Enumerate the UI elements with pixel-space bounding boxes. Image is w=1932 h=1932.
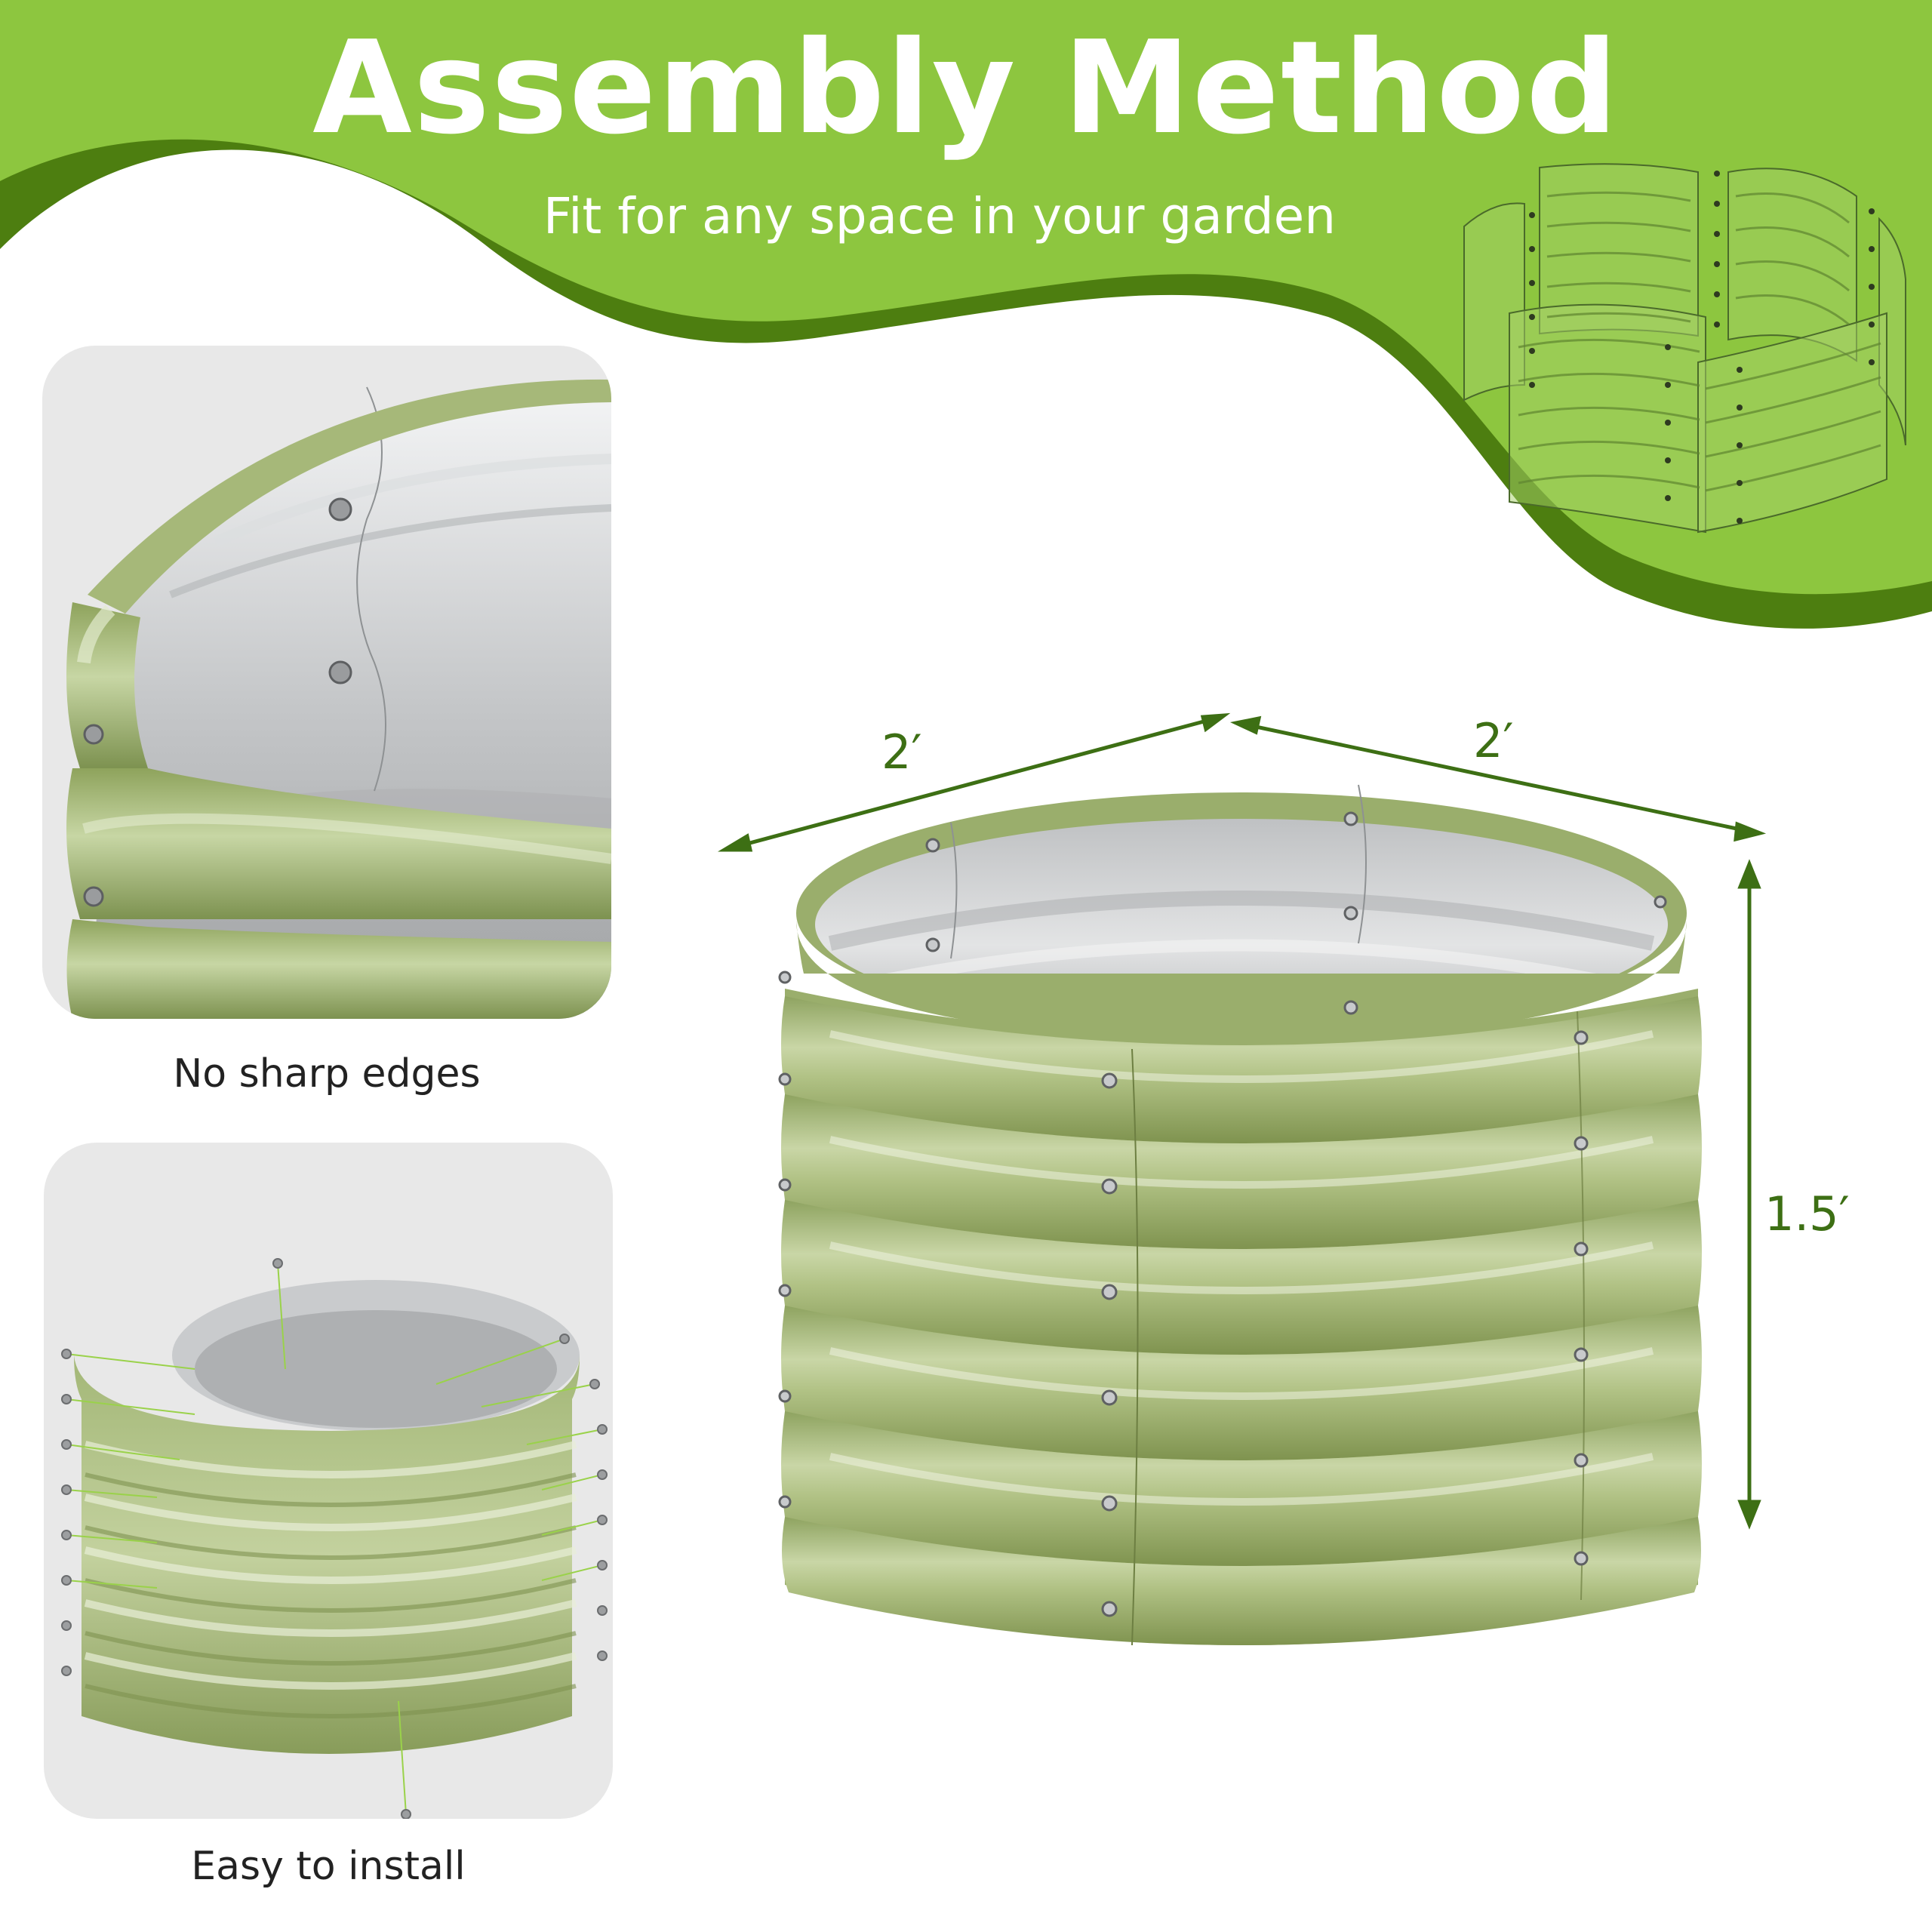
page-subtitle: Fit for any space in your garden	[543, 187, 1337, 245]
rolled-edge-closeup-image	[66, 379, 611, 1019]
page-title: Assembly Method	[312, 14, 1620, 163]
dimension-height: 1.5′	[1764, 1186, 1850, 1241]
caption-easy-to-install: Easy to install	[191, 1844, 466, 1889]
dimension-width-right: 2′	[1473, 713, 1514, 768]
dimension-width-left: 2′	[881, 724, 922, 780]
exploded-panels-illustration	[1463, 163, 1906, 534]
feature-card-easy-to-install	[44, 1143, 613, 1819]
feature-card-no-sharp-edges	[42, 346, 611, 1019]
exploded-bolts-bed-image	[61, 1258, 608, 1819]
caption-no-sharp-edges: No sharp edges	[173, 1051, 481, 1097]
raised-bed-image	[778, 784, 1702, 1646]
